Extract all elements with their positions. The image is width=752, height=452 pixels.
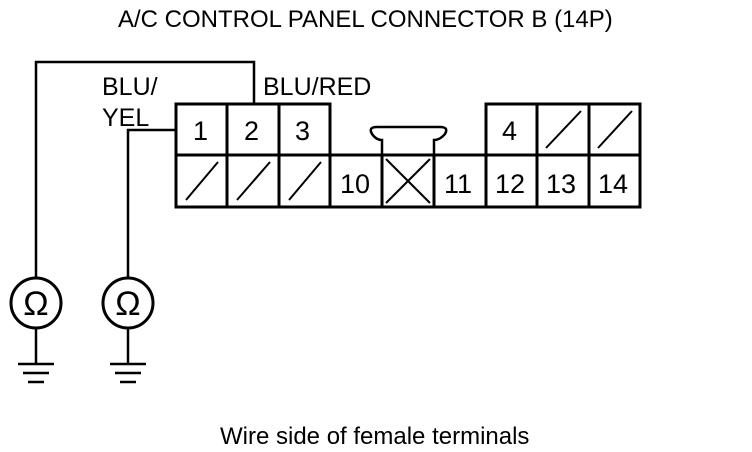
terminal-13: 13 [546,169,576,199]
terminal-10: 10 [340,169,370,199]
slash-mark [545,110,582,149]
slash-mark [288,161,322,201]
empty-cavity-marks [185,110,633,204]
slash-mark [597,110,633,149]
terminal-numbers: 1 2 3 4 10 11 12 13 14 [193,116,628,199]
diagram-title: A/C CONTROL PANEL CONNECTOR B (14P) [118,6,613,33]
wire-blu-red [34,60,256,278]
x-mark [385,158,431,204]
connector-b [174,102,642,209]
diagram-caption: Wire side of female terminals [220,423,529,450]
wire-label-blu-yel-line1: BLU/ [102,73,158,101]
connector-lock-tab [369,125,448,157]
terminal-1: 1 [193,116,208,146]
ground-icon [110,328,146,384]
slash-mark [185,161,219,201]
terminal-3: 3 [295,116,310,146]
ohmmeter-icon: Ω [9,276,63,330]
wire-label-blu-red: BLU/RED [263,73,371,101]
ohmmeter-icon: Ω [101,276,155,330]
wire-blu-yel [126,128,176,278]
terminal-4: 4 [502,116,517,146]
terminal-12: 12 [495,169,525,199]
terminal-14: 14 [598,169,628,199]
terminal-2: 2 [244,116,259,146]
ground-icon [18,328,54,384]
ohm-symbol: Ω [115,285,140,323]
wire-label-blu-yel-line2: YEL [102,104,149,132]
slash-mark [236,161,271,201]
ohm-symbol: Ω [23,285,48,323]
terminal-11: 11 [444,169,472,199]
